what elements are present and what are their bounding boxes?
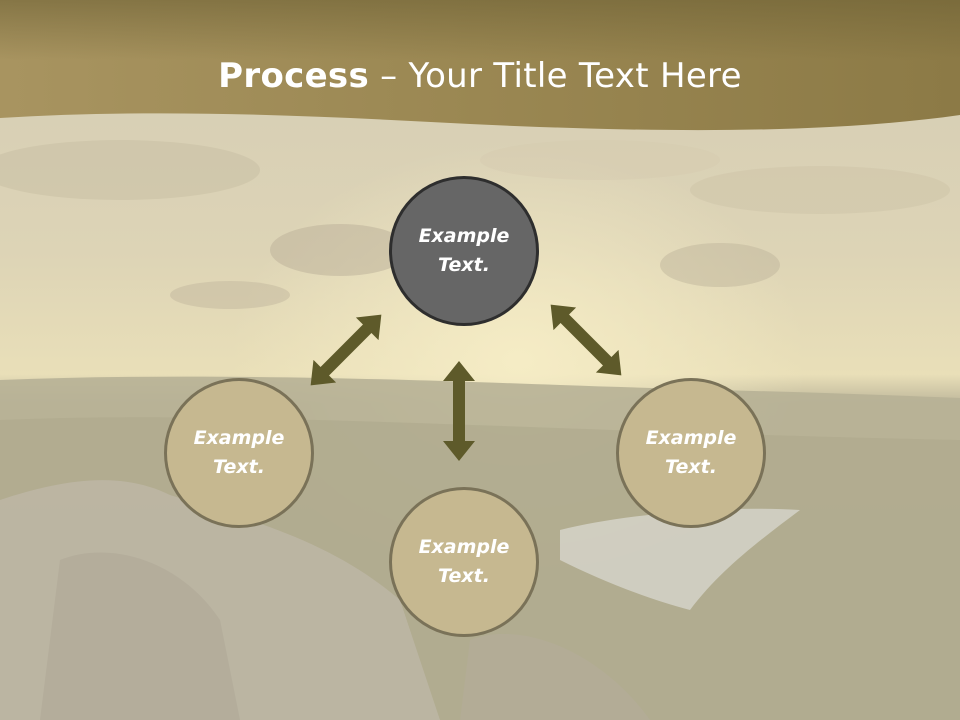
process-node-right: Example Text. bbox=[616, 378, 766, 528]
process-node-bottom: Example Text. bbox=[389, 487, 539, 637]
double-arrow-icon bbox=[299, 303, 393, 397]
double-arrow-icon bbox=[443, 361, 475, 461]
node-label: Example Text. bbox=[193, 427, 285, 478]
process-node-left: Example Text. bbox=[164, 378, 314, 528]
title-rest: – Your Title Text Here bbox=[369, 56, 742, 96]
double-arrow-icon bbox=[539, 293, 633, 387]
slide-title: Process – Your Title Text Here bbox=[0, 52, 960, 100]
node-label: Example Text. bbox=[418, 536, 510, 587]
node-label: Example Text. bbox=[418, 225, 510, 276]
title-bold: Process bbox=[218, 56, 370, 96]
node-label: Example Text. bbox=[645, 427, 737, 478]
process-node-top: Example Text. bbox=[389, 176, 539, 326]
